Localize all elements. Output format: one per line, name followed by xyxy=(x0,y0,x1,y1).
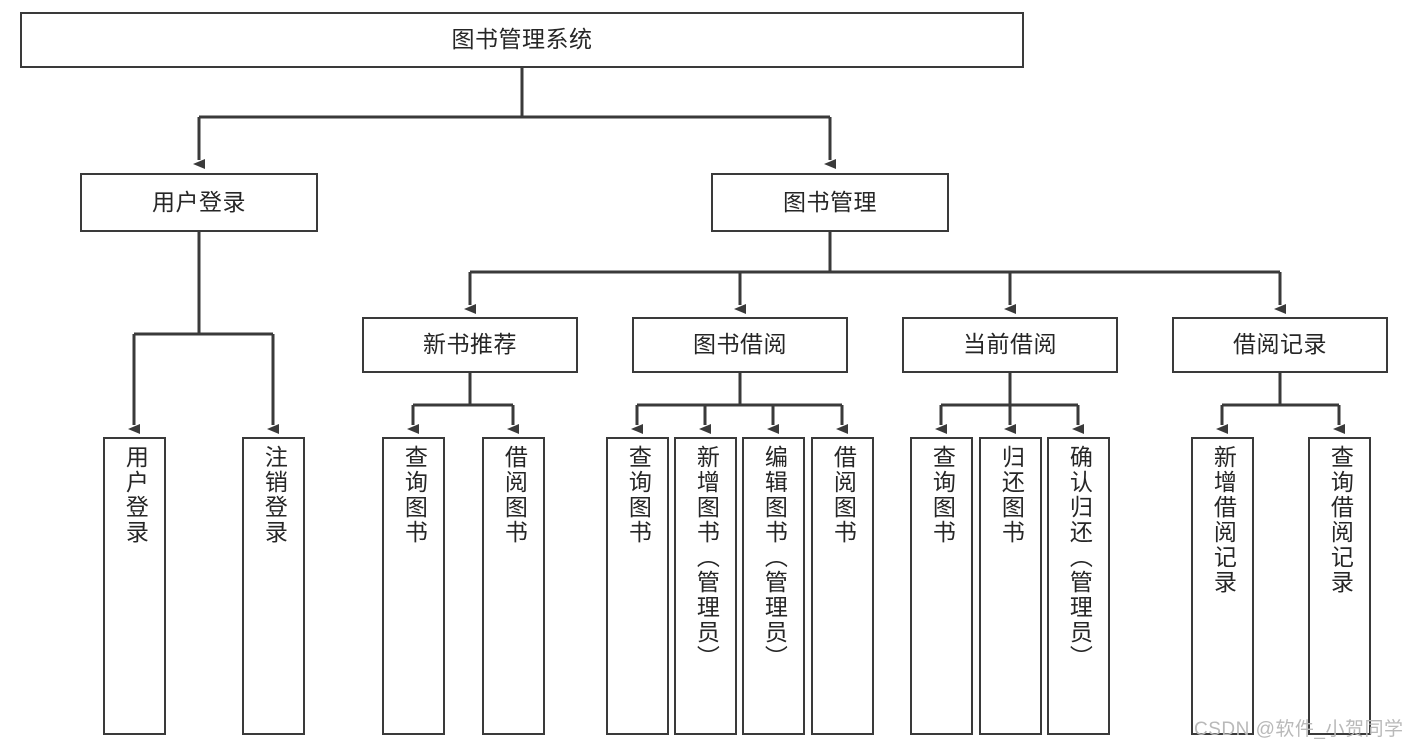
node-leaf-query-book-3[interactable]: 查询图书 xyxy=(910,437,973,735)
node-leaf-add-book[interactable]: 新增图书（管理员） xyxy=(674,437,737,735)
node-book-manage[interactable]: 图书管理 xyxy=(711,173,949,232)
node-leaf-edit-book[interactable]: 编辑图书（管理员） xyxy=(742,437,805,735)
node-current-borrow[interactable]: 当前借阅 xyxy=(902,317,1118,373)
node-root-label: 图书管理系统 xyxy=(451,26,593,53)
node-leaf-user-logout-label: 注销登录 xyxy=(261,445,288,545)
node-leaf-user-logout[interactable]: 注销登录 xyxy=(242,437,305,735)
node-new-book-rec[interactable]: 新书推荐 xyxy=(362,317,578,373)
node-leaf-return-book[interactable]: 归还图书 xyxy=(979,437,1042,735)
node-leaf-user-login-label: 用户登录 xyxy=(122,445,149,545)
node-leaf-query-record-label: 查询借阅记录 xyxy=(1327,445,1354,595)
node-leaf-add-record-label: 新增借阅记录 xyxy=(1210,445,1237,595)
node-leaf-query-book-2-label: 查询图书 xyxy=(625,445,652,545)
node-leaf-query-book-1-label: 查询图书 xyxy=(401,445,428,545)
node-leaf-borrow-book-2[interactable]: 借阅图书 xyxy=(811,437,874,735)
node-book-borrow[interactable]: 图书借阅 xyxy=(632,317,848,373)
node-root[interactable]: 图书管理系统 xyxy=(20,12,1024,68)
node-new-book-rec-label: 新书推荐 xyxy=(423,331,517,358)
watermark-text: CSDN @软件_小贺同学 xyxy=(1194,719,1404,740)
node-leaf-confirm-return[interactable]: 确认归还（管理员） xyxy=(1047,437,1110,735)
node-borrow-record-label: 借阅记录 xyxy=(1233,331,1327,358)
node-leaf-return-book-label: 归还图书 xyxy=(998,445,1025,545)
node-book-manage-label: 图书管理 xyxy=(783,188,877,215)
node-leaf-confirm-return-label: 确认归还（管理员） xyxy=(1066,445,1093,670)
node-leaf-query-record[interactable]: 查询借阅记录 xyxy=(1308,437,1371,735)
node-book-borrow-label: 图书借阅 xyxy=(693,331,787,358)
node-leaf-add-record[interactable]: 新增借阅记录 xyxy=(1191,437,1254,735)
node-leaf-edit-book-label: 编辑图书（管理员） xyxy=(761,445,788,670)
node-leaf-query-book-3-label: 查询图书 xyxy=(929,445,956,545)
node-user-login-label: 用户登录 xyxy=(152,188,246,215)
node-user-login[interactable]: 用户登录 xyxy=(80,173,318,232)
node-leaf-borrow-book-2-label: 借阅图书 xyxy=(830,445,857,545)
node-leaf-borrow-book-1-label: 借阅图书 xyxy=(501,445,528,545)
node-borrow-record[interactable]: 借阅记录 xyxy=(1172,317,1388,373)
node-leaf-add-book-label: 新增图书（管理员） xyxy=(693,445,720,670)
node-leaf-query-book-1[interactable]: 查询图书 xyxy=(382,437,445,735)
node-leaf-query-book-2[interactable]: 查询图书 xyxy=(606,437,669,735)
node-leaf-borrow-book-1[interactable]: 借阅图书 xyxy=(482,437,545,735)
node-current-borrow-label: 当前借阅 xyxy=(963,331,1057,358)
node-leaf-user-login[interactable]: 用户登录 xyxy=(103,437,166,735)
